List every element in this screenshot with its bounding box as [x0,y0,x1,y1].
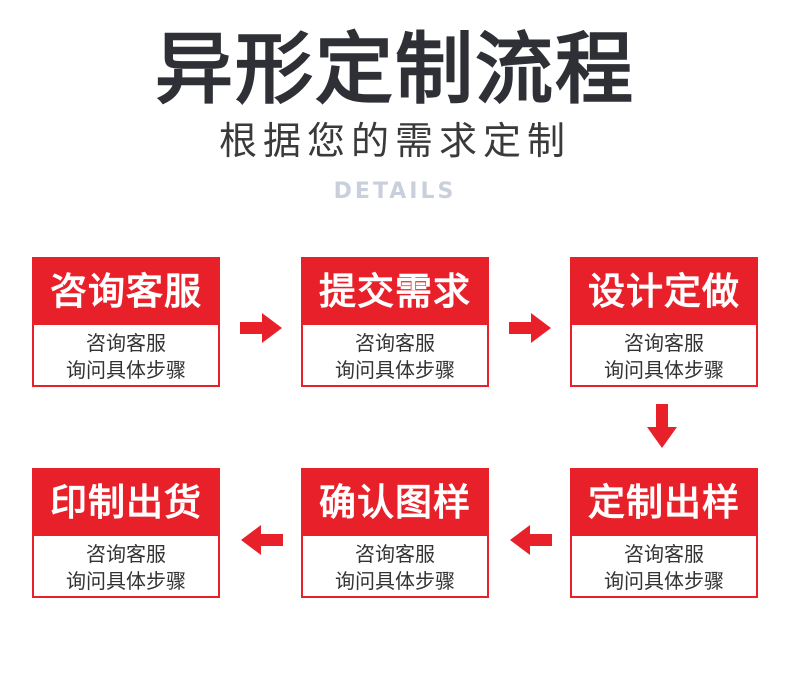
step-line-1: 咨询客服 [355,542,435,566]
step-sample: 定制出样 咨询客服 询问具体步骤 [570,468,758,598]
step-title: 定制出样 [572,470,756,536]
arrow-left-icon [510,525,552,555]
step-description: 咨询客服 询问具体步骤 [572,536,756,595]
page-subtitle: 根据您的需求定制 [218,119,571,163]
details-label: DETAILS [333,179,457,204]
step-line-1: 咨询客服 [624,331,704,355]
step-line-1: 咨询客服 [86,542,166,566]
page-title: 异形定制流程 [154,25,635,115]
step-confirm: 确认图样 咨询客服 询问具体步骤 [301,468,489,598]
step-title: 提交需求 [303,259,487,325]
step-line-1: 咨询客服 [355,331,435,355]
step-description: 咨询客服 询问具体步骤 [572,325,756,384]
step-description: 咨询客服 询问具体步骤 [34,325,218,384]
step-submit: 提交需求 咨询客服 询问具体步骤 [301,257,489,387]
step-line-2: 询问具体步骤 [335,569,455,593]
step-line-1: 咨询客服 [86,331,166,355]
step-description: 咨询客服 询问具体步骤 [303,325,487,384]
step-print-ship: 印制出货 咨询客服 询问具体步骤 [32,468,220,598]
step-line-2: 询问具体步骤 [604,569,724,593]
step-title: 印制出货 [34,470,218,536]
arrow-down-icon [647,404,677,448]
step-line-2: 询问具体步骤 [66,358,186,382]
step-line-2: 询问具体步骤 [604,358,724,382]
step-consult: 咨询客服 咨询客服 询问具体步骤 [32,257,220,387]
step-line-1: 咨询客服 [624,542,704,566]
step-title: 咨询客服 [34,259,218,325]
step-design: 设计定做 咨询客服 询问具体步骤 [570,257,758,387]
step-title: 设计定做 [572,259,756,325]
step-line-2: 询问具体步骤 [335,358,455,382]
arrow-right-icon [240,313,282,343]
step-description: 咨询客服 询问具体步骤 [34,536,218,595]
arrow-left-icon [241,525,283,555]
step-line-2: 询问具体步骤 [66,569,186,593]
step-title: 确认图样 [303,470,487,536]
arrow-right-icon [509,313,551,343]
step-description: 咨询客服 询问具体步骤 [303,536,487,595]
